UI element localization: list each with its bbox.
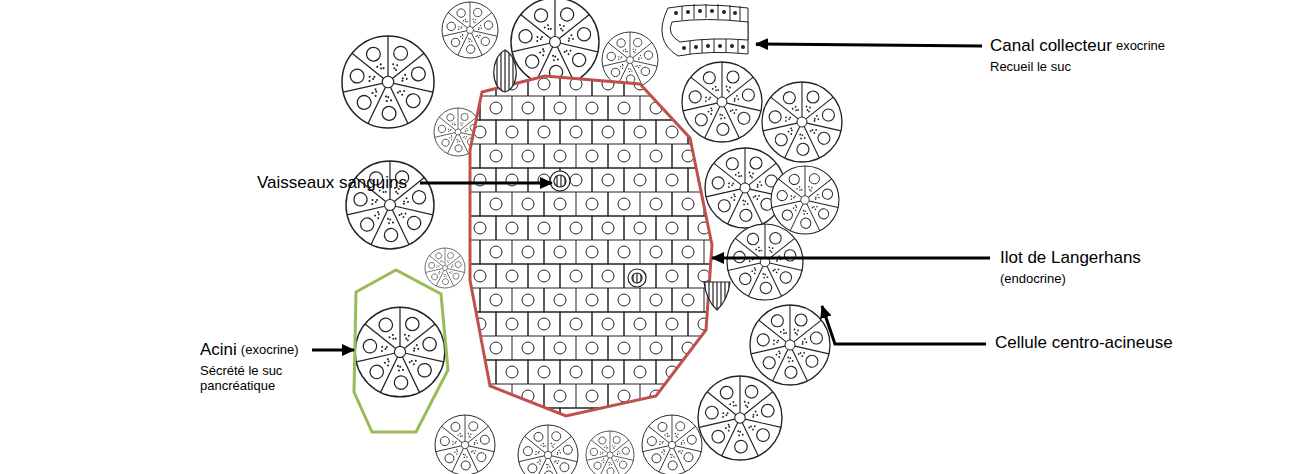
callout-label: Vaisseaux sanguins <box>257 173 407 193</box>
callout-label: Ilot de Langerhans <box>1000 248 1141 268</box>
callout-label: exocrine <box>1116 39 1165 54</box>
acini-field <box>339 0 844 474</box>
callout-label: Cellule centro-acineuse <box>995 333 1173 353</box>
callout-label: Acini <box>200 340 237 360</box>
callout-label: Recueil le suc <box>990 60 1071 75</box>
acinus-outline <box>354 270 448 432</box>
callout-label: Canal collecteur <box>990 36 1112 56</box>
callout-label: (exocrine) <box>241 343 299 358</box>
callout-label: Sécrété le suc pancréatique <box>200 364 310 394</box>
islet-outline <box>470 76 712 416</box>
blood-vessels <box>494 50 730 310</box>
callout-label: (endocrine) <box>1000 272 1066 287</box>
leader-arrows <box>312 44 990 350</box>
collecting-duct <box>662 4 748 56</box>
